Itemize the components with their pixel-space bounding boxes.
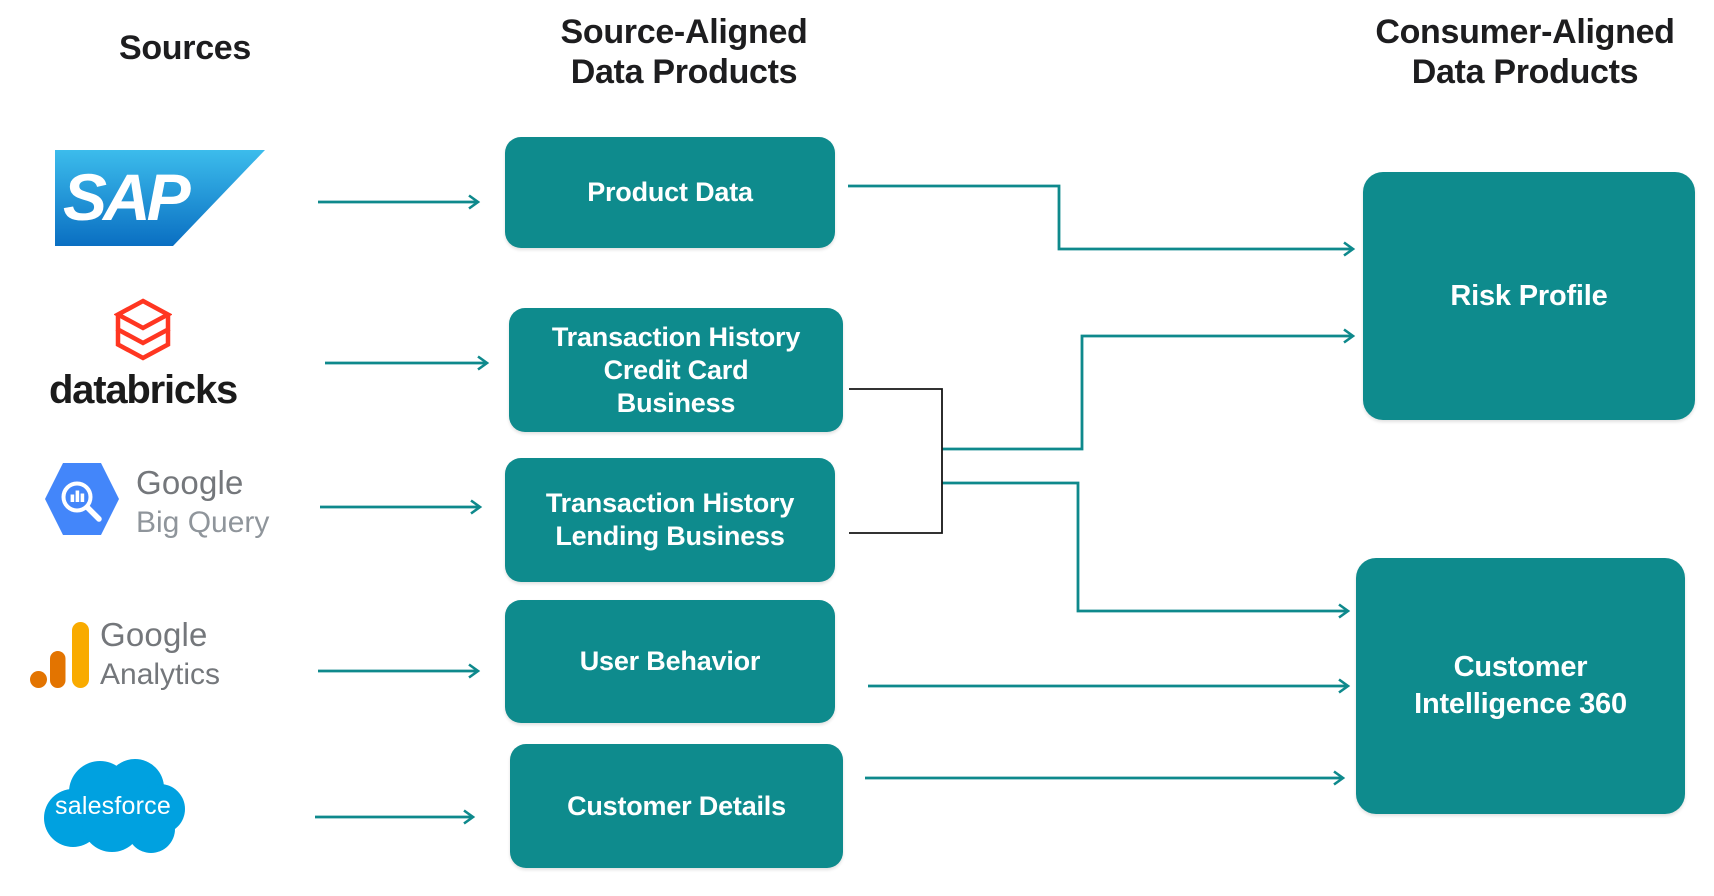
node-customer-intelligence-360: Customer Intelligence 360 xyxy=(1356,558,1685,814)
databricks-wordmark: databricks xyxy=(48,368,238,412)
salesforce-logo: salesforce xyxy=(40,756,186,856)
merge-bracket xyxy=(849,388,943,534)
databricks-logo: databricks xyxy=(38,298,248,412)
sap-logo-text: SAP xyxy=(63,160,191,234)
salesforce-cloud xyxy=(44,759,185,853)
node-risk-profile: Risk Profile xyxy=(1363,172,1695,420)
node-transaction-history-lending: Transaction History Lending Business xyxy=(505,458,835,582)
edge-transactions-risk-profile xyxy=(942,328,1356,451)
node-label: Transaction History Lending Business xyxy=(545,488,795,551)
node-label: Product Data xyxy=(587,177,753,207)
sap-logo: SAP xyxy=(55,150,265,246)
google-bigquery-logo: Google Big Query xyxy=(44,462,274,542)
column-header-sources: Sources xyxy=(118,29,252,67)
node-label: Customer Intelligence 360 xyxy=(1414,651,1627,720)
salesforce-wordmark: salesforce xyxy=(55,792,171,820)
column-header-source-aligned: Source-Aligned Data Products xyxy=(560,13,808,91)
analytics-icon xyxy=(30,622,89,688)
edge-product-data-risk-profile xyxy=(848,184,1356,257)
sap-logo-shape xyxy=(55,150,265,246)
databricks-icon xyxy=(114,298,172,361)
node-customer-details: Customer Details xyxy=(510,744,843,868)
node-user-behavior: User Behavior xyxy=(505,600,835,723)
edge-transactions-ci360 xyxy=(942,481,1351,619)
bigquery-text-google: Google xyxy=(136,464,244,501)
node-label: Transaction History Credit Card Business xyxy=(551,321,801,418)
bigquery-icon xyxy=(45,463,119,535)
node-product-data: Product Data xyxy=(505,137,835,248)
analytics-text-analytics: Analytics xyxy=(100,658,221,691)
column-header-consumer-aligned: Consumer-Aligned Data Products xyxy=(1375,13,1675,91)
analytics-text-google: Google xyxy=(100,616,208,653)
node-label: Customer Details xyxy=(567,790,786,821)
google-analytics-logo: Google Analytics xyxy=(30,614,260,694)
bigquery-text-bigquery: Big Query xyxy=(136,506,270,539)
node-label: User Behavior xyxy=(579,646,761,676)
node-transaction-history-credit-card: Transaction History Credit Card Business xyxy=(509,308,843,432)
node-label: Risk Profile xyxy=(1450,279,1608,312)
